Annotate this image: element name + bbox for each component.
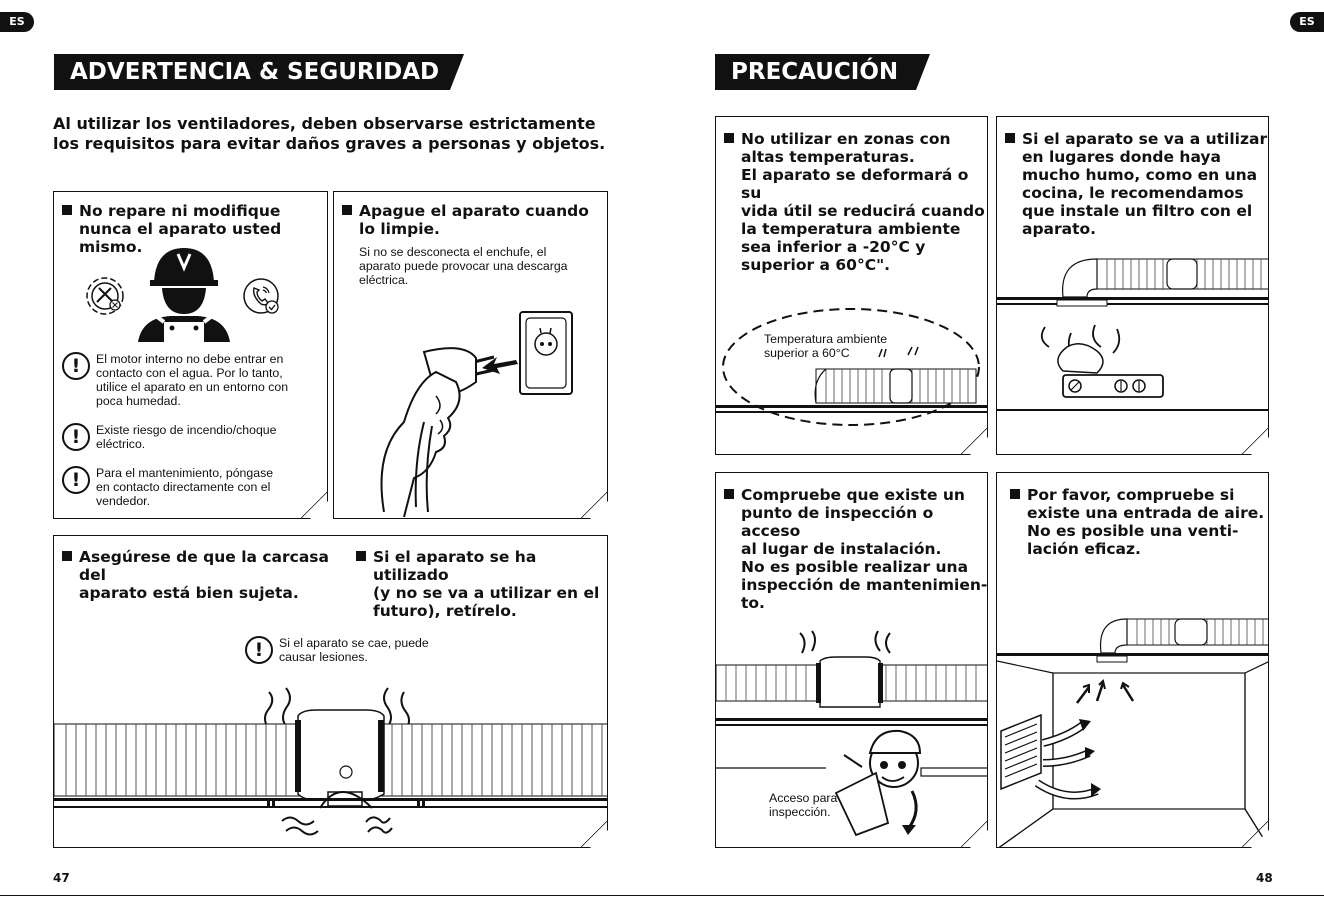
intro-text: Al utilizar los ventiladores, deben obse… (53, 114, 606, 153)
duct-fan-illustration (54, 676, 608, 846)
panel-temperature-title: No utilizar en zonas con altas temperatu… (724, 130, 988, 274)
exclamation-icon: ! (62, 466, 90, 494)
page-number-right: 48 (1256, 871, 1273, 885)
language-tab-left: ES (0, 12, 34, 32)
bullet-square-icon (62, 205, 72, 215)
panel-no-repair: No repare ni modifique nunca el aparato … (53, 191, 328, 519)
panel-temperature: No utilizar en zonas con altas temperatu… (715, 116, 988, 455)
caution-banner: PRECAUCIÓN (715, 54, 930, 90)
panel-no-repair-title: No repare ni modifique nunca el aparato … (62, 202, 327, 256)
inspection-illustration (716, 623, 988, 843)
panel-housing-title-left: Asegúrese de que la carcasa del aparato … (62, 548, 352, 602)
bullet-square-icon (356, 551, 366, 561)
no-tools-icon (81, 272, 129, 320)
kitchen-smoke-illustration (997, 247, 1269, 447)
footer-rule (0, 895, 1324, 896)
panel-unplug-title: Apague el aparato cuando lo limpie. (342, 202, 602, 238)
panel-housing: Asegúrese de que la carcasa del aparato … (53, 535, 608, 848)
panel-unplug-text: Si no se desconecta el enchufe, el apara… (359, 245, 568, 287)
air-intake-room-illustration (997, 613, 1269, 848)
hot-zone-label: Temperatura ambiente superior a 60°C (764, 332, 888, 360)
panel-housing-title-right: Si el aparato se ha utilizado (y no se v… (356, 548, 606, 620)
page-number-left: 47 (53, 871, 70, 885)
bullet-square-icon (1010, 489, 1020, 499)
bullet-square-icon (62, 551, 72, 561)
warning-water: ! El motor interno no debe entrar en con… (62, 352, 327, 412)
panel-unplug: Apague el aparato cuando lo limpie. Si n… (333, 191, 608, 519)
panel-air-intake-title: Por favor, compruebe si existe una entra… (1010, 486, 1265, 558)
exclamation-icon: ! (62, 423, 90, 451)
hot-zone-illustration (716, 307, 988, 447)
panel-air-intake: Por favor, compruebe si existe una entra… (996, 472, 1269, 848)
unplug-illustration (344, 302, 594, 517)
bullet-square-icon (1005, 133, 1015, 143)
warning-fire: ! Existe riesgo de incendio/choque eléct… (62, 423, 327, 455)
panel-inspection: Compruebe que existe un punto de inspecc… (715, 472, 988, 848)
panel-smoke: Si el aparato se va a utilizar en lugare… (996, 116, 1269, 455)
warning-fall: ! Si el aparato se cae, puede causar les… (245, 636, 475, 666)
exclamation-icon: ! (245, 636, 273, 664)
bullet-square-icon (724, 489, 734, 499)
bullet-square-icon (724, 133, 734, 143)
panel-inspection-title: Compruebe que existe un punto de inspecc… (724, 486, 988, 612)
language-tab-right: ES (1290, 12, 1324, 32)
phone-call-icon (239, 274, 283, 318)
inspection-access-label: Acceso para inspección. (769, 791, 838, 819)
exclamation-icon: ! (62, 352, 90, 380)
technician-icon (134, 242, 234, 342)
panel-smoke-title: Si el aparato se va a utilizar en lugare… (1005, 130, 1269, 238)
warning-safety-banner: ADVERTENCIA & SEGURIDAD (54, 54, 464, 90)
warning-maintenance: ! Para el mantenimiento, póngase en cont… (62, 466, 327, 512)
bullet-square-icon (342, 205, 352, 215)
